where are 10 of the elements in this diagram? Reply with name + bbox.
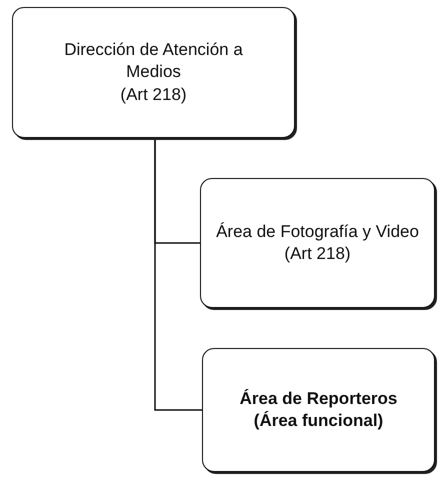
- org-box: [200, 178, 435, 308]
- box-label: Área de Reporteros: [240, 388, 398, 410]
- box-label: Área de Fotografía y Video: [216, 220, 419, 243]
- connector-line: [154, 138, 202, 411]
- box-label: (Área funcional): [254, 410, 384, 432]
- box-label: (Art 218): [284, 243, 351, 265]
- org-box: [12, 7, 295, 138]
- box-label: (Art 218): [120, 84, 187, 106]
- org-box: [202, 348, 435, 472]
- box-label: Dirección de Atención a Medios: [63, 39, 244, 84]
